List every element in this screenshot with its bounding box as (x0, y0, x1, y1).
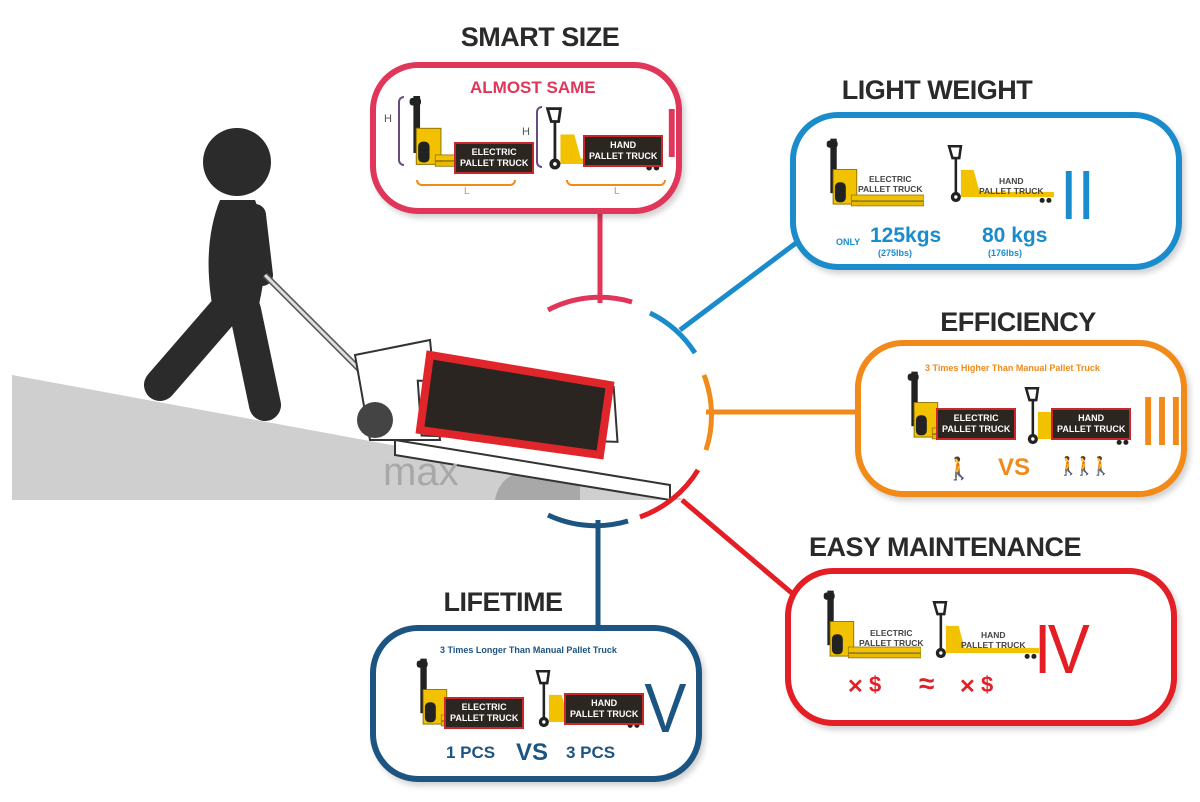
vs-label: VS (998, 454, 1031, 481)
efficiency-panel: 3 Times Higher Than Manual Pallet Truck … (855, 340, 1187, 497)
efficiency-title: EFFICIENCY (940, 307, 1096, 337)
hand-truck-label: HAND PALLET TRUCK (1051, 408, 1132, 440)
lifetime-subtitle: 3 Times Longer Than Manual Pallet Truck (440, 645, 617, 655)
numeral-1: I (662, 94, 681, 172)
walker-icon: 🚶 (945, 456, 973, 481)
electric-truck-label: ELECTRIC PALLET TRUCK (859, 628, 924, 648)
electric-truck-label: ELECTRIC PALLET TRUCK (444, 697, 525, 729)
hand-truck-label: HAND PALLET TRUCK (564, 693, 645, 725)
hand-qty: 3 PCS (566, 743, 616, 762)
height-bracket (536, 106, 542, 168)
electric-qty: 1 PCS (446, 743, 496, 762)
three-walkers-icon: 🚶🚶🚶 (1057, 456, 1112, 476)
connector-maintenance (680, 498, 802, 602)
lifetime-panel: 3 Times Longer Than Manual Pallet Truck … (370, 625, 702, 782)
approx-symbol: ≈ (919, 668, 935, 699)
hand-weight-lbs: (176lbs) (988, 248, 1023, 258)
vs-label: VS (516, 739, 549, 766)
electric-truck-label: ELECTRIC PALLET TRUCK (858, 174, 923, 194)
tools-icon: ✕ (847, 676, 864, 698)
cost-icon: $ (981, 672, 994, 697)
smart-size-subtitle: ALMOST SAME (470, 78, 596, 97)
maintenance-title: EASY MAINTENANCE (808, 532, 1082, 562)
smart-size-panel: ALMOST SAME H ELECTRIC PALLET TRUCK L H … (370, 62, 682, 214)
maintenance-panel: ELECTRIC PALLET TRUCK HAND PALLET TRUCK … (785, 568, 1177, 726)
length-bracket (416, 180, 516, 186)
hand-truck-image (944, 140, 1054, 210)
electric-truck-label: ELECTRIC PALLET TRUCK (454, 142, 535, 174)
electric-weight-lbs: (275lbs) (878, 248, 913, 258)
length-label: L (464, 186, 470, 197)
height-label: H (384, 113, 392, 125)
electric-truck-label: ELECTRIC PALLET TRUCK (936, 408, 1017, 440)
numeral-3: III (1139, 382, 1184, 460)
connector-light-weight (678, 238, 802, 332)
hand-truck-label: HAND PALLET TRUCK (979, 176, 1044, 196)
numeral-5: V (644, 669, 687, 747)
cost-icon: $ (869, 672, 882, 697)
pallet-truck-illustration (262, 272, 671, 502)
hand-weight: 80 kgs (982, 224, 1048, 247)
smart-size-title: SMART SIZE (460, 22, 620, 52)
height-label: H (522, 126, 530, 138)
hand-truck-label: HAND PALLET TRUCK (583, 135, 664, 167)
height-bracket (398, 96, 404, 166)
efficiency-subtitle: 3 Times Higher Than Manual Pallet Truck (925, 363, 1100, 373)
tools-icon: ✕ (959, 676, 976, 698)
electric-truck-image (821, 588, 921, 666)
numeral-4: IV (1033, 610, 1090, 688)
length-bracket (566, 180, 666, 186)
max-angle-label: max (383, 450, 459, 494)
hub-circle (546, 294, 714, 529)
light-weight-title: LIGHT WEIGHT (841, 75, 1033, 105)
person-figure (144, 128, 281, 421)
hand-truck-label: HAND PALLET TRUCK (961, 630, 1026, 650)
electric-weight: 125kgs (870, 224, 942, 247)
light-weight-panel: ELECTRIC PALLET TRUCK HAND PALLET TRUCK … (790, 112, 1182, 270)
length-label: L (614, 186, 620, 197)
only-label: ONLY (836, 237, 861, 247)
numeral-2: II (1059, 156, 1095, 234)
lifetime-title: LIFETIME (443, 587, 564, 617)
